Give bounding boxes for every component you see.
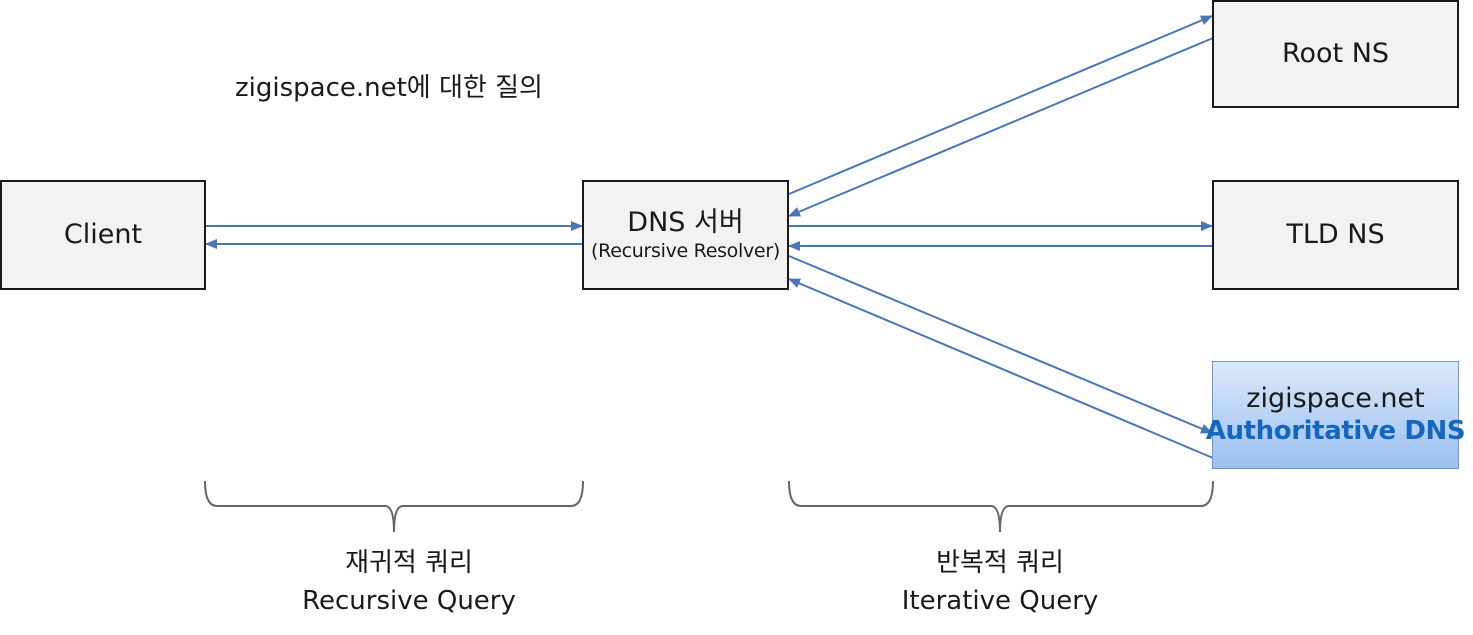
tld-ns-node: TLD NS [1212,180,1459,290]
recursive-query-caption: 재귀적 쿼리 Recursive Query [294,544,524,620]
client-label: Client [63,219,143,250]
iterative-query-korean: 반복적 쿼리 [936,548,1064,578]
root-ns-label: Root NS [1281,38,1390,69]
arrow-authoritative-to-dns [788,278,1214,459]
authoritative-dns-label: Authoritative DNS [1205,416,1466,446]
recursive-query-brace [204,480,584,533]
authoritative-dns-node: zigispace.net Authoritative DNS [1206,361,1466,469]
recursive-query-english: Recursive Query [302,586,516,616]
recursive-query-korean: 재귀적 쿼리 [345,548,473,578]
root-ns-node: Root NS [1212,0,1459,108]
iterative-query-caption: 반복적 쿼리 Iterative Query [885,544,1115,620]
arrow-dns-to-authoritative [788,255,1213,434]
authoritative-domain-label: zigispace.net [1246,383,1425,414]
dns-server-node: DNS 서버 (Recursive Resolver) [582,180,789,290]
arrow-dns-to-root [788,15,1213,195]
iterative-query-english: Iterative Query [901,586,1099,616]
dns-server-label: DNS 서버 [627,207,744,238]
dns-server-sublabel: (Recursive Resolver) [591,240,780,262]
diagram-title: zigispace.net에 대한 질의 [235,73,543,103]
arrow-root-to-dns [788,37,1214,217]
client-node: Client [0,180,206,290]
iterative-query-brace [788,480,1214,533]
tld-ns-label: TLD NS [1286,219,1385,250]
